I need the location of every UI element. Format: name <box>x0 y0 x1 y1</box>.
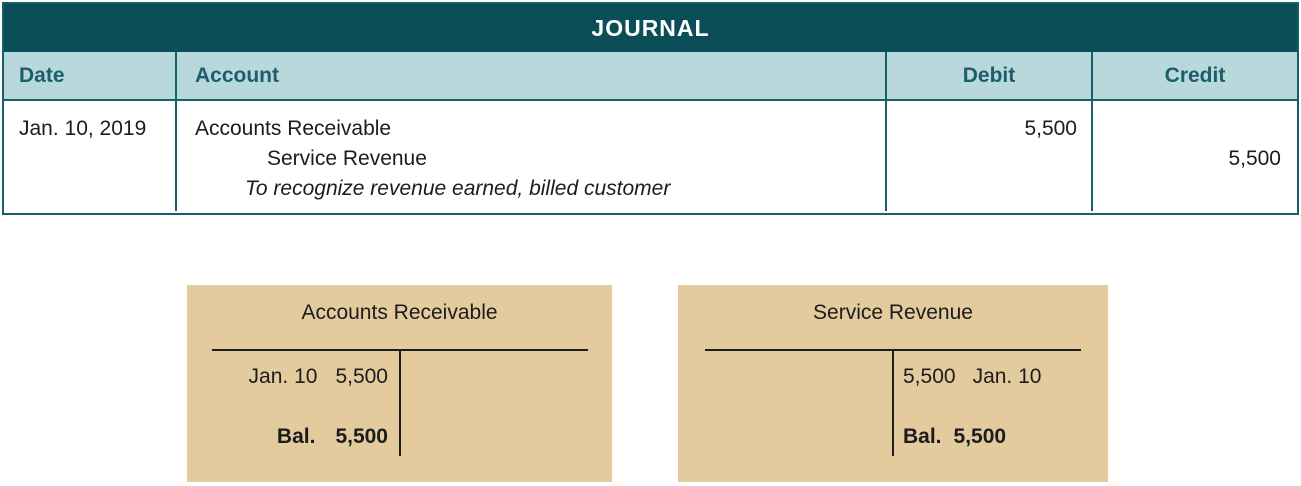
entry-amount: 5,500 <box>335 365 388 388</box>
t-account-divider-rule <box>892 349 894 456</box>
entry-debit-account: Accounts Receivable <box>195 117 392 140</box>
debit-amount-empty <box>887 144 1077 174</box>
balance-label: Bal. <box>276 425 316 448</box>
entry-account-cell: Accounts Receivable Service Revenue To r… <box>177 101 887 211</box>
journal-title: JOURNAL <box>4 4 1297 52</box>
t-account-balance-debit: Bal. 5,500 <box>187 425 399 449</box>
journal-table: JOURNAL Date Account Debit Credit Jan. 1… <box>2 2 1299 215</box>
column-header-date: Date <box>4 52 177 99</box>
t-account-credit-entry: 5,500 Jan. 10 <box>903 365 1041 389</box>
entry-date-label: Jan. 10 <box>248 365 318 388</box>
credit-amount-empty <box>1093 114 1281 144</box>
debit-amount: 5,500 <box>1024 117 1077 140</box>
entry-date: Jan. 10, 2019 <box>19 117 147 140</box>
t-account-divider-rule <box>399 349 401 456</box>
t-account-title: Service Revenue <box>813 301 973 324</box>
entry-description-note: To recognize revenue earned, billed cust… <box>245 177 671 200</box>
entry-credit-cell: 5,500 <box>1093 101 1297 211</box>
entry-debit-cell: 5,500 <box>887 101 1093 211</box>
t-account-balance-credit: Bal. 5,500 <box>903 425 1006 449</box>
credit-amount: 5,500 <box>1228 147 1281 170</box>
t-account-service-revenue: Service Revenue 5,500 Jan. 10 Bal. 5,500 <box>678 285 1108 482</box>
column-header-account: Account <box>177 52 887 99</box>
entry-date-label: Jan. 10 <box>972 365 1042 388</box>
t-account-debit-entry: Jan. 10 5,500 <box>187 365 399 389</box>
entry-date-cell: Jan. 10, 2019 <box>4 101 177 211</box>
balance-amount: 5,500 <box>335 425 388 448</box>
column-header-debit: Debit <box>887 52 1093 99</box>
balance-label: Bal. <box>903 425 942 448</box>
t-account-accounts-receivable: Accounts Receivable Jan. 10 5,500 Bal. 5… <box>187 285 612 482</box>
journal-entry-row: Jan. 10, 2019 Accounts Receivable Servic… <box>4 101 1297 211</box>
entry-credit-account: Service Revenue <box>267 147 427 170</box>
column-header-credit: Credit <box>1164 63 1226 87</box>
entry-amount: 5,500 <box>903 365 956 388</box>
journal-header-row: Date Account Debit Credit <box>4 52 1297 101</box>
t-account-title: Accounts Receivable <box>301 301 498 324</box>
balance-amount: 5,500 <box>953 425 1007 448</box>
